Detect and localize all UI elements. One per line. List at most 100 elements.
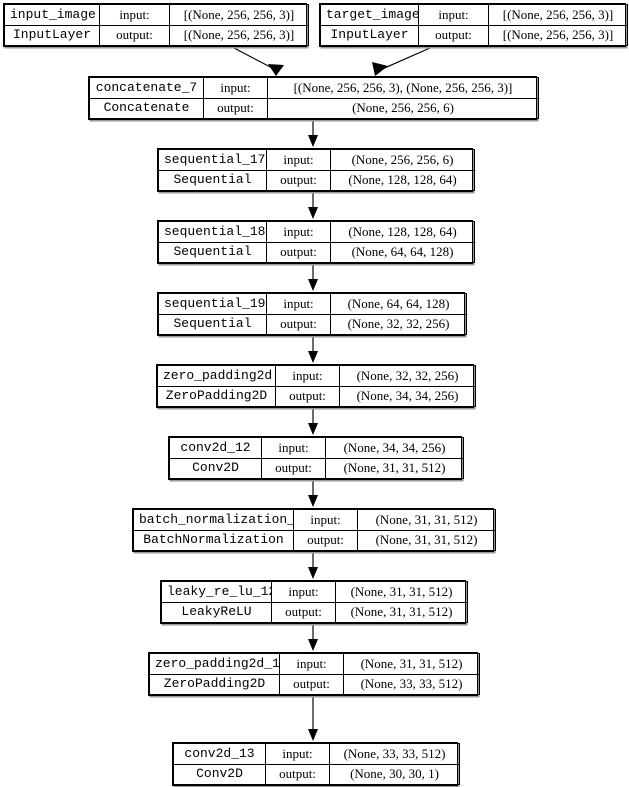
arrowhead: [268, 64, 284, 76]
node-input-shape: (None, 256, 256, 6): [330, 149, 475, 171]
arrowhead: [372, 62, 388, 76]
node-input-shape: [(None, 256, 256, 3), (None, 256, 256, 3…: [267, 77, 539, 99]
node-input-shape: (None, 64, 64, 128): [330, 293, 467, 315]
node-layer-class: Conv2D: [169, 457, 262, 479]
node-output-shape: [(None, 256, 256, 3)]: [488, 24, 628, 46]
node-layer-name: zero_padding2d: [157, 365, 276, 387]
node-layer-name: sequential_19: [158, 293, 267, 315]
arrowhead: [308, 135, 318, 147]
node-input-port-label: input:: [265, 743, 330, 765]
arrowhead: [308, 207, 318, 219]
node-input-shape: (None, 128, 128, 64): [330, 221, 475, 243]
node-input-port-label: input:: [279, 653, 344, 675]
node-layer-name: zero_padding2d_1: [149, 653, 280, 675]
node-input-shape: [(None, 256, 256, 3)]: [169, 4, 309, 26]
node-layer-name: conv2d_12: [169, 437, 262, 459]
edge-conv2d_12-to-batch_normalization_18: [308, 481, 318, 507]
node-output-shape: (None, 256, 256, 6): [267, 97, 539, 119]
node-output-port-label: output:: [266, 169, 331, 191]
node-output-port-label: output:: [418, 24, 489, 46]
node-output-port-label: output:: [265, 763, 330, 785]
node-layer-class: Sequential: [158, 169, 267, 191]
node-layer-class: ZeroPadding2D: [157, 385, 276, 407]
arrowhead: [308, 495, 318, 507]
arrowhead: [308, 423, 318, 435]
edge-batch_normalization_18-to-leaky_re_lu_12: [308, 553, 318, 579]
node-layer-name: batch_normalization_18: [133, 509, 294, 531]
node-output-shape: (None, 33, 33, 512): [343, 673, 480, 695]
node-layer-class: Sequential: [158, 241, 267, 263]
node-input-shape: (None, 31, 31, 512): [343, 653, 480, 675]
arrowhead: [308, 729, 318, 741]
node-layer-class: LeakyReLU: [161, 601, 272, 623]
node-input-shape: (None, 31, 31, 512): [335, 581, 468, 603]
node-output-port-label: output:: [203, 97, 268, 119]
node-output-shape: (None, 31, 31, 512): [357, 529, 496, 551]
edge-concatenate_7-to-sequential_17: [308, 121, 318, 147]
node-input-port-label: input:: [266, 293, 331, 315]
edge-zero_padding2d_1-to-conv2d_13: [308, 697, 318, 741]
node-output-shape: (None, 34, 34, 256): [339, 385, 476, 407]
node-output-port-label: output:: [279, 673, 344, 695]
node-input-port-label: input:: [261, 437, 326, 459]
node-input-port-label: input:: [275, 365, 340, 387]
node-output-port-label: output:: [271, 601, 336, 623]
node-layer-name: sequential_17: [158, 149, 267, 171]
edge-sequential_19-to-zero_padding2d: [308, 337, 318, 363]
node-output-shape: (None, 64, 64, 128): [330, 241, 475, 263]
node-layer-name: leaky_re_lu_12: [161, 581, 272, 603]
node-input-shape: (None, 34, 34, 256): [325, 437, 464, 459]
node-input-port-label: input:: [293, 509, 358, 531]
node-layer-class: Concatenate: [89, 97, 204, 119]
node-layer-name: conv2d_13: [173, 743, 266, 765]
edge-target_image-to-concatenate_7: [372, 47, 431, 76]
node-output-shape: (None, 31, 31, 512): [335, 601, 468, 623]
node-output-shape: (None, 32, 32, 256): [330, 313, 467, 335]
node-input-shape: (None, 31, 31, 512): [357, 509, 496, 531]
node-layer-name: target_image: [320, 4, 419, 26]
node-input-shape: [(None, 256, 256, 3)]: [488, 4, 628, 26]
node-input-port-label: input:: [418, 4, 489, 26]
node-layer-name: input_image: [4, 4, 100, 26]
node-layer-class: InputLayer: [320, 24, 419, 46]
node-output-port-label: output:: [266, 241, 331, 263]
edge-zero_padding2d-to-conv2d_12: [308, 409, 318, 435]
node-layer-class: Conv2D: [173, 763, 266, 785]
edge-leaky_re_lu_12-to-zero_padding2d_1: [308, 625, 318, 651]
edge-input_image-to-concatenate_7: [233, 47, 284, 76]
node-output-shape: [(None, 256, 256, 3)]: [169, 24, 309, 46]
node-output-port-label: output:: [261, 457, 326, 479]
